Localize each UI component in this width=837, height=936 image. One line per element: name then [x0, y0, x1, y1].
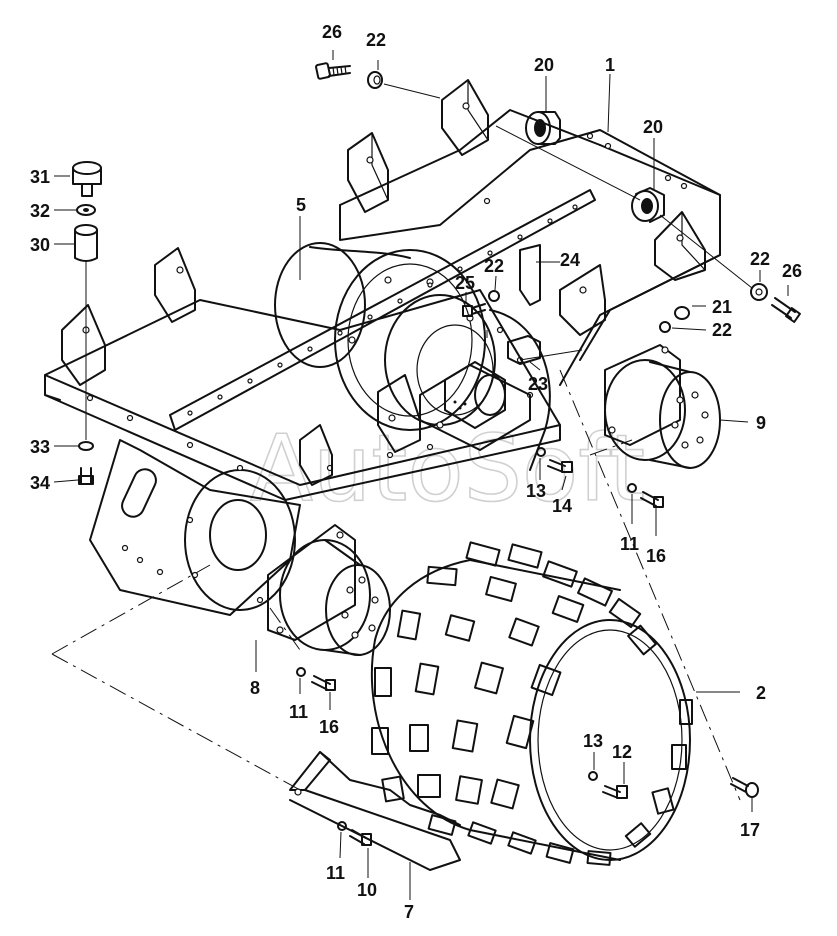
callout-34: 34 — [30, 473, 50, 493]
callout-17: 17 — [740, 820, 760, 840]
nut-13-top — [536, 447, 546, 457]
callout-11-bottom: 11 — [326, 863, 345, 883]
callout-5: 5 — [296, 195, 306, 215]
nut-11-bottom — [337, 821, 347, 831]
callout-26-right: 26 — [782, 261, 802, 281]
nut-22-top — [367, 71, 383, 89]
bolt-12 — [602, 785, 628, 799]
callout-14: 14 — [552, 496, 572, 516]
callout-24: 24 — [560, 250, 580, 270]
callout-32: 32 — [30, 201, 50, 221]
nut-22-mid — [488, 290, 500, 302]
callout-16-left: 16 — [319, 717, 339, 737]
callout-12: 12 — [612, 742, 632, 762]
callout-13-mid: 13 — [526, 481, 546, 501]
axis-line-left-upper — [51, 564, 211, 655]
padfoot-drum — [370, 541, 693, 866]
scraper-blade — [289, 751, 461, 871]
rubber-buffer-31 — [72, 161, 102, 197]
rubber-mount-top — [525, 111, 561, 145]
callout-13-lower: 13 — [583, 731, 603, 751]
callout-labels: 26 22 20 1 20 31 32 30 5 22 24 25 22 26 … — [30, 22, 802, 922]
callout-2: 2 — [756, 683, 766, 703]
bolt-10 — [349, 829, 372, 846]
washer-22 — [659, 321, 671, 333]
bolt-17 — [730, 777, 759, 798]
washer-32 — [76, 204, 96, 216]
callout-11-left: 11 — [289, 702, 308, 722]
nut-13-bottom — [588, 771, 598, 781]
bolt-16-top — [640, 491, 664, 508]
watermark: AutoSoft — [250, 415, 645, 522]
callout-22-right: 22 — [750, 249, 770, 269]
callout-11-right: 11 — [620, 534, 639, 554]
axis-line-drum — [559, 369, 741, 801]
callout-16-right: 16 — [646, 546, 666, 566]
callout-7: 7 — [404, 902, 414, 922]
axis-line-left-lower — [51, 653, 301, 791]
bolt-26-right — [771, 297, 801, 323]
callout-8: 8 — [250, 678, 260, 698]
nut-33 — [78, 441, 94, 451]
callout-22-top: 22 — [366, 30, 386, 50]
drive-motor-left — [267, 524, 391, 656]
bolt-34 — [78, 467, 94, 485]
upper-left-frame — [44, 247, 561, 501]
sensor-block — [507, 335, 541, 365]
axis-line-motor-right — [589, 439, 633, 456]
bolt-16-mid — [311, 675, 336, 691]
nut-11-mid — [296, 667, 306, 677]
callout-1: 1 — [605, 55, 615, 75]
callout-25: 25 — [455, 273, 475, 293]
callout-30: 30 — [30, 235, 50, 255]
callout-26-top: 26 — [322, 22, 342, 42]
callout-20-top: 20 — [534, 55, 554, 75]
callout-22-lower: 22 — [712, 320, 732, 340]
drum-housing — [274, 242, 551, 471]
callout-23: 23 — [528, 374, 548, 394]
rubber-mount-right — [631, 187, 665, 223]
spacer-30 — [74, 224, 98, 262]
bolt-14 — [547, 459, 573, 473]
callout-33: 33 — [30, 437, 50, 457]
callout-20-right: 20 — [643, 117, 663, 137]
leader-lines — [53, 50, 789, 900]
callout-31: 31 — [30, 167, 50, 187]
drive-motor-right — [604, 344, 721, 469]
nut-22-right — [750, 283, 768, 301]
nut-11-top — [627, 483, 637, 493]
callout-10: 10 — [357, 880, 377, 900]
main-frame — [339, 79, 721, 386]
callout-21: 21 — [712, 297, 732, 317]
axis-line-motor-left — [269, 607, 301, 651]
bolt-26-top — [315, 62, 351, 80]
callout-9: 9 — [756, 413, 766, 433]
perforated-strip — [169, 189, 596, 431]
nut-21 — [674, 306, 690, 320]
bolt-25 — [462, 303, 486, 317]
callout-22-upper: 22 — [484, 256, 504, 276]
wear-plate — [519, 244, 541, 306]
